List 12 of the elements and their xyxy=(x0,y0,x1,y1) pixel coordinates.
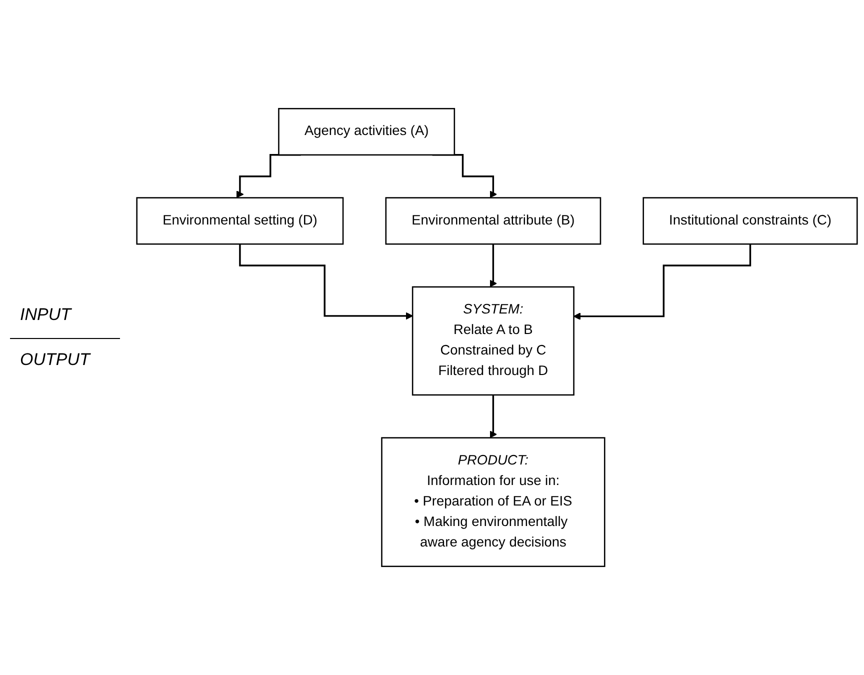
node-box: Environmental setting (D) xyxy=(136,197,344,245)
section-label: OUTPUT xyxy=(20,350,90,370)
node-box: SYSTEM: Relate A to B Constrained by C Filtered through D xyxy=(412,286,574,396)
arrow xyxy=(489,243,497,288)
arrow xyxy=(489,394,497,438)
node-box: PRODUCT: Information for use in: • Preparation of EA or EIS • Making environmentally aware agency decisions xyxy=(381,437,606,568)
section-label: INPUT xyxy=(20,305,71,325)
node-box: Environmental attribute (B) xyxy=(385,197,602,245)
arrow xyxy=(573,243,752,320)
node-box: Institutional constraints (C) xyxy=(642,197,858,245)
arrow xyxy=(239,243,414,320)
node-box: Agency activities (A) xyxy=(278,108,456,156)
